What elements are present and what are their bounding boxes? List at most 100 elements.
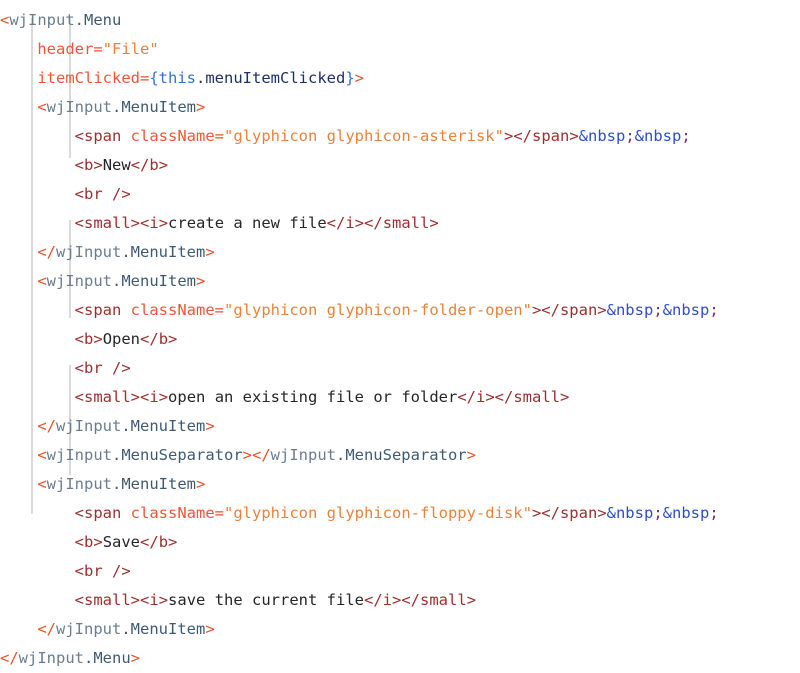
code-line[interactable]: </wjInput.MenuItem> [0,238,800,267]
indent-guide-level-1 [31,18,33,514]
html-tag-b: b [84,533,94,551]
component-namespace: wjInput [18,649,84,667]
angle-close-punct: > [196,98,206,116]
code-line[interactable]: <b>New</b> [0,151,800,180]
classname-value-asterisk: "glyphicon glyphicon-asterisk" [224,127,504,145]
component-member: .MenuItem [121,620,206,638]
code-line[interactable]: <wjInput.MenuItem> [0,470,800,499]
html-tag-i: i [149,214,159,232]
code-line[interactable]: </wjInput.Menu> [0,644,800,673]
code-line[interactable]: </wjInput.MenuItem> [0,412,800,441]
entity-semicolon: ; [653,504,663,522]
angle-open-punct: < [74,127,84,145]
self-close-punct: /> [112,359,131,377]
html-tag-span-close: span [559,301,598,319]
angle-open-punct: < [37,272,47,290]
equals-punct: = [93,40,103,58]
html-tag-b: b [84,156,94,174]
html-tag-small-close: small [382,214,430,232]
menu-desc-save: save the current file [168,591,364,609]
code-line[interactable]: <br /> [0,557,800,586]
component-namespace: wjInput [46,475,112,493]
angle-close-punct: > [168,533,178,551]
angle-open-punct: < [37,98,47,116]
attribute-header: header [37,40,94,58]
angle-close-punct: > [205,417,215,435]
component-member: .MenuItem [112,272,196,290]
code-line[interactable]: <b>Open</b> [0,325,800,354]
html-tag-small: small [84,591,131,609]
component-namespace: wjInput [56,620,122,638]
angle-close-punct: > [597,301,607,319]
html-tag-i-close: i [382,591,393,609]
code-lines: <wjInput.Menu header="File" itemClicked=… [0,6,800,673]
component-namespace: wjInput [9,11,75,29]
code-line[interactable]: <br /> [0,180,800,209]
html-tag-span-close: span [559,504,598,522]
angle-close-punct: </ [457,388,476,406]
code-line[interactable]: <small><i>open an existing file or folde… [0,383,800,412]
component-member: .MenuSeparator [335,446,467,464]
angle-open-punct: < [74,185,84,203]
code-line[interactable]: <span className="glyphicon glyphicon-flo… [0,499,800,528]
angle-close-punct: > [597,504,607,522]
component-member: .Menu [84,649,131,667]
indent-guide-level-2-block-open [69,220,71,318]
code-line[interactable]: <span className="glyphicon glyphicon-fol… [0,296,800,325]
angle-close-punct: ></ [392,591,421,609]
code-line[interactable]: itemClicked={this.menuItemClicked}> [0,64,800,93]
angle-open-punct: < [74,214,84,232]
code-line[interactable]: <b>Save</b> [0,528,800,557]
angle-close-punct: </ [140,330,159,348]
attribute-header-value: "File" [102,40,159,58]
menu-desc-new: create a new file [168,214,327,232]
entity-nbsp: &nbsp [634,127,682,145]
angle-close-punct: > [93,156,103,174]
angle-close-punct: >< [130,388,150,406]
angle-close-punct: > [205,243,215,261]
html-tag-i: i [149,388,159,406]
equals-punct: = [214,127,225,145]
entity-nbsp: &nbsp [606,504,654,522]
code-line[interactable]: <wjInput.Menu [0,6,800,35]
html-tag-i-close: i [345,214,355,232]
angle-close-punct: > [466,591,477,609]
menu-label-open: Open [102,330,141,348]
html-tag-i: i [149,591,159,609]
code-line[interactable]: <wjInput.MenuItem> [0,267,800,296]
entity-nbsp: &nbsp [606,301,654,319]
angle-close-punct: ></ [485,388,514,406]
code-line[interactable]: <small><i>save the current file</i></sma… [0,586,800,615]
html-tag-br: br [84,562,103,580]
component-namespace: wjInput [56,417,122,435]
angle-open-punct: < [74,330,84,348]
code-line[interactable]: <br /> [0,354,800,383]
component-namespace: wjInput [46,272,112,290]
angle-close-punct: > [196,475,206,493]
attribute-classname: className [130,301,215,319]
angle-close-punct: > [569,127,579,145]
code-line[interactable]: <wjInput.MenuItem> [0,93,800,122]
html-tag-span: span [84,504,122,522]
angle-open-punct: < [74,301,84,319]
code-line[interactable]: </wjInput.MenuItem> [0,615,800,644]
html-tag-i-close: i [476,388,486,406]
code-line[interactable]: <span className="glyphicon glyphicon-ast… [0,122,800,151]
angle-close-punct: > [354,69,364,87]
this-keyword: this [158,69,196,87]
angle-open-punct: < [74,504,84,522]
angle-close-punct: ></ [531,504,560,522]
code-line[interactable]: <small><i>create a new file</i></small> [0,209,800,238]
angle-close-punct: ></ [354,214,383,232]
entity-nbsp: &nbsp [662,301,710,319]
code-line[interactable]: <wjInput.MenuSeparator></wjInput.MenuSep… [0,441,800,470]
code-line[interactable]: header="File" [0,35,800,64]
indent-guide-level-2-block-new [69,18,71,158]
entity-semicolon: ; [625,127,635,145]
entity-semicolon: ; [709,504,719,522]
html-tag-b-close: b [158,330,169,348]
angle-close-punct: ></ [531,301,560,319]
angle-open-punct: < [74,359,84,377]
component-member: .MenuItem [121,417,206,435]
